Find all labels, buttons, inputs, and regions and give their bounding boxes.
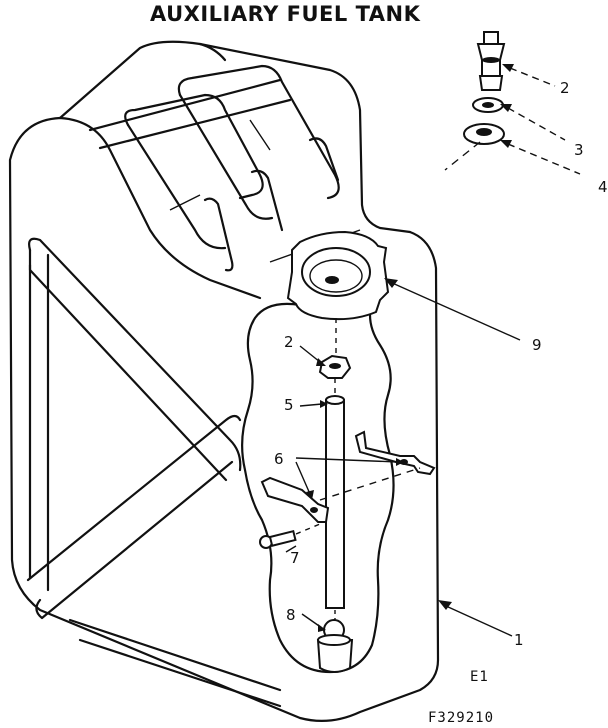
vent-fitting-assembly — [444, 31, 506, 171]
callout-1: 1 — [514, 631, 524, 649]
lock-nut — [318, 318, 352, 379]
leader-lines — [285, 64, 581, 637]
callout-5: 5 — [284, 396, 294, 414]
diagram-title: AUXILIARY FUEL TANK — [150, 2, 421, 26]
view-label: E1 — [470, 669, 489, 685]
bracket-screw — [259, 523, 321, 549]
callout-labels: 2 3 4 9 2 5 6 7 8 1 — [274, 79, 608, 649]
filler-neck-flange — [286, 230, 390, 321]
callout-4: 4 — [598, 178, 608, 196]
callout-2-top: 2 — [560, 79, 570, 97]
callout-6: 6 — [274, 450, 284, 468]
callout-3: 3 — [574, 141, 584, 159]
callout-2-lower: 2 — [284, 333, 294, 351]
pickup-tube — [325, 378, 345, 622]
mounting-brackets — [260, 430, 436, 523]
pickup-filter — [316, 619, 354, 673]
tank-body — [8, 40, 440, 723]
side-x-stamp — [26, 237, 282, 708]
callout-9: 9 — [532, 336, 542, 354]
callout-8: 8 — [286, 606, 296, 624]
cutaway-outline — [241, 302, 395, 674]
callout-7: 7 — [290, 549, 300, 567]
tank-handles — [124, 64, 340, 272]
figure-code: F329210 — [428, 710, 494, 726]
